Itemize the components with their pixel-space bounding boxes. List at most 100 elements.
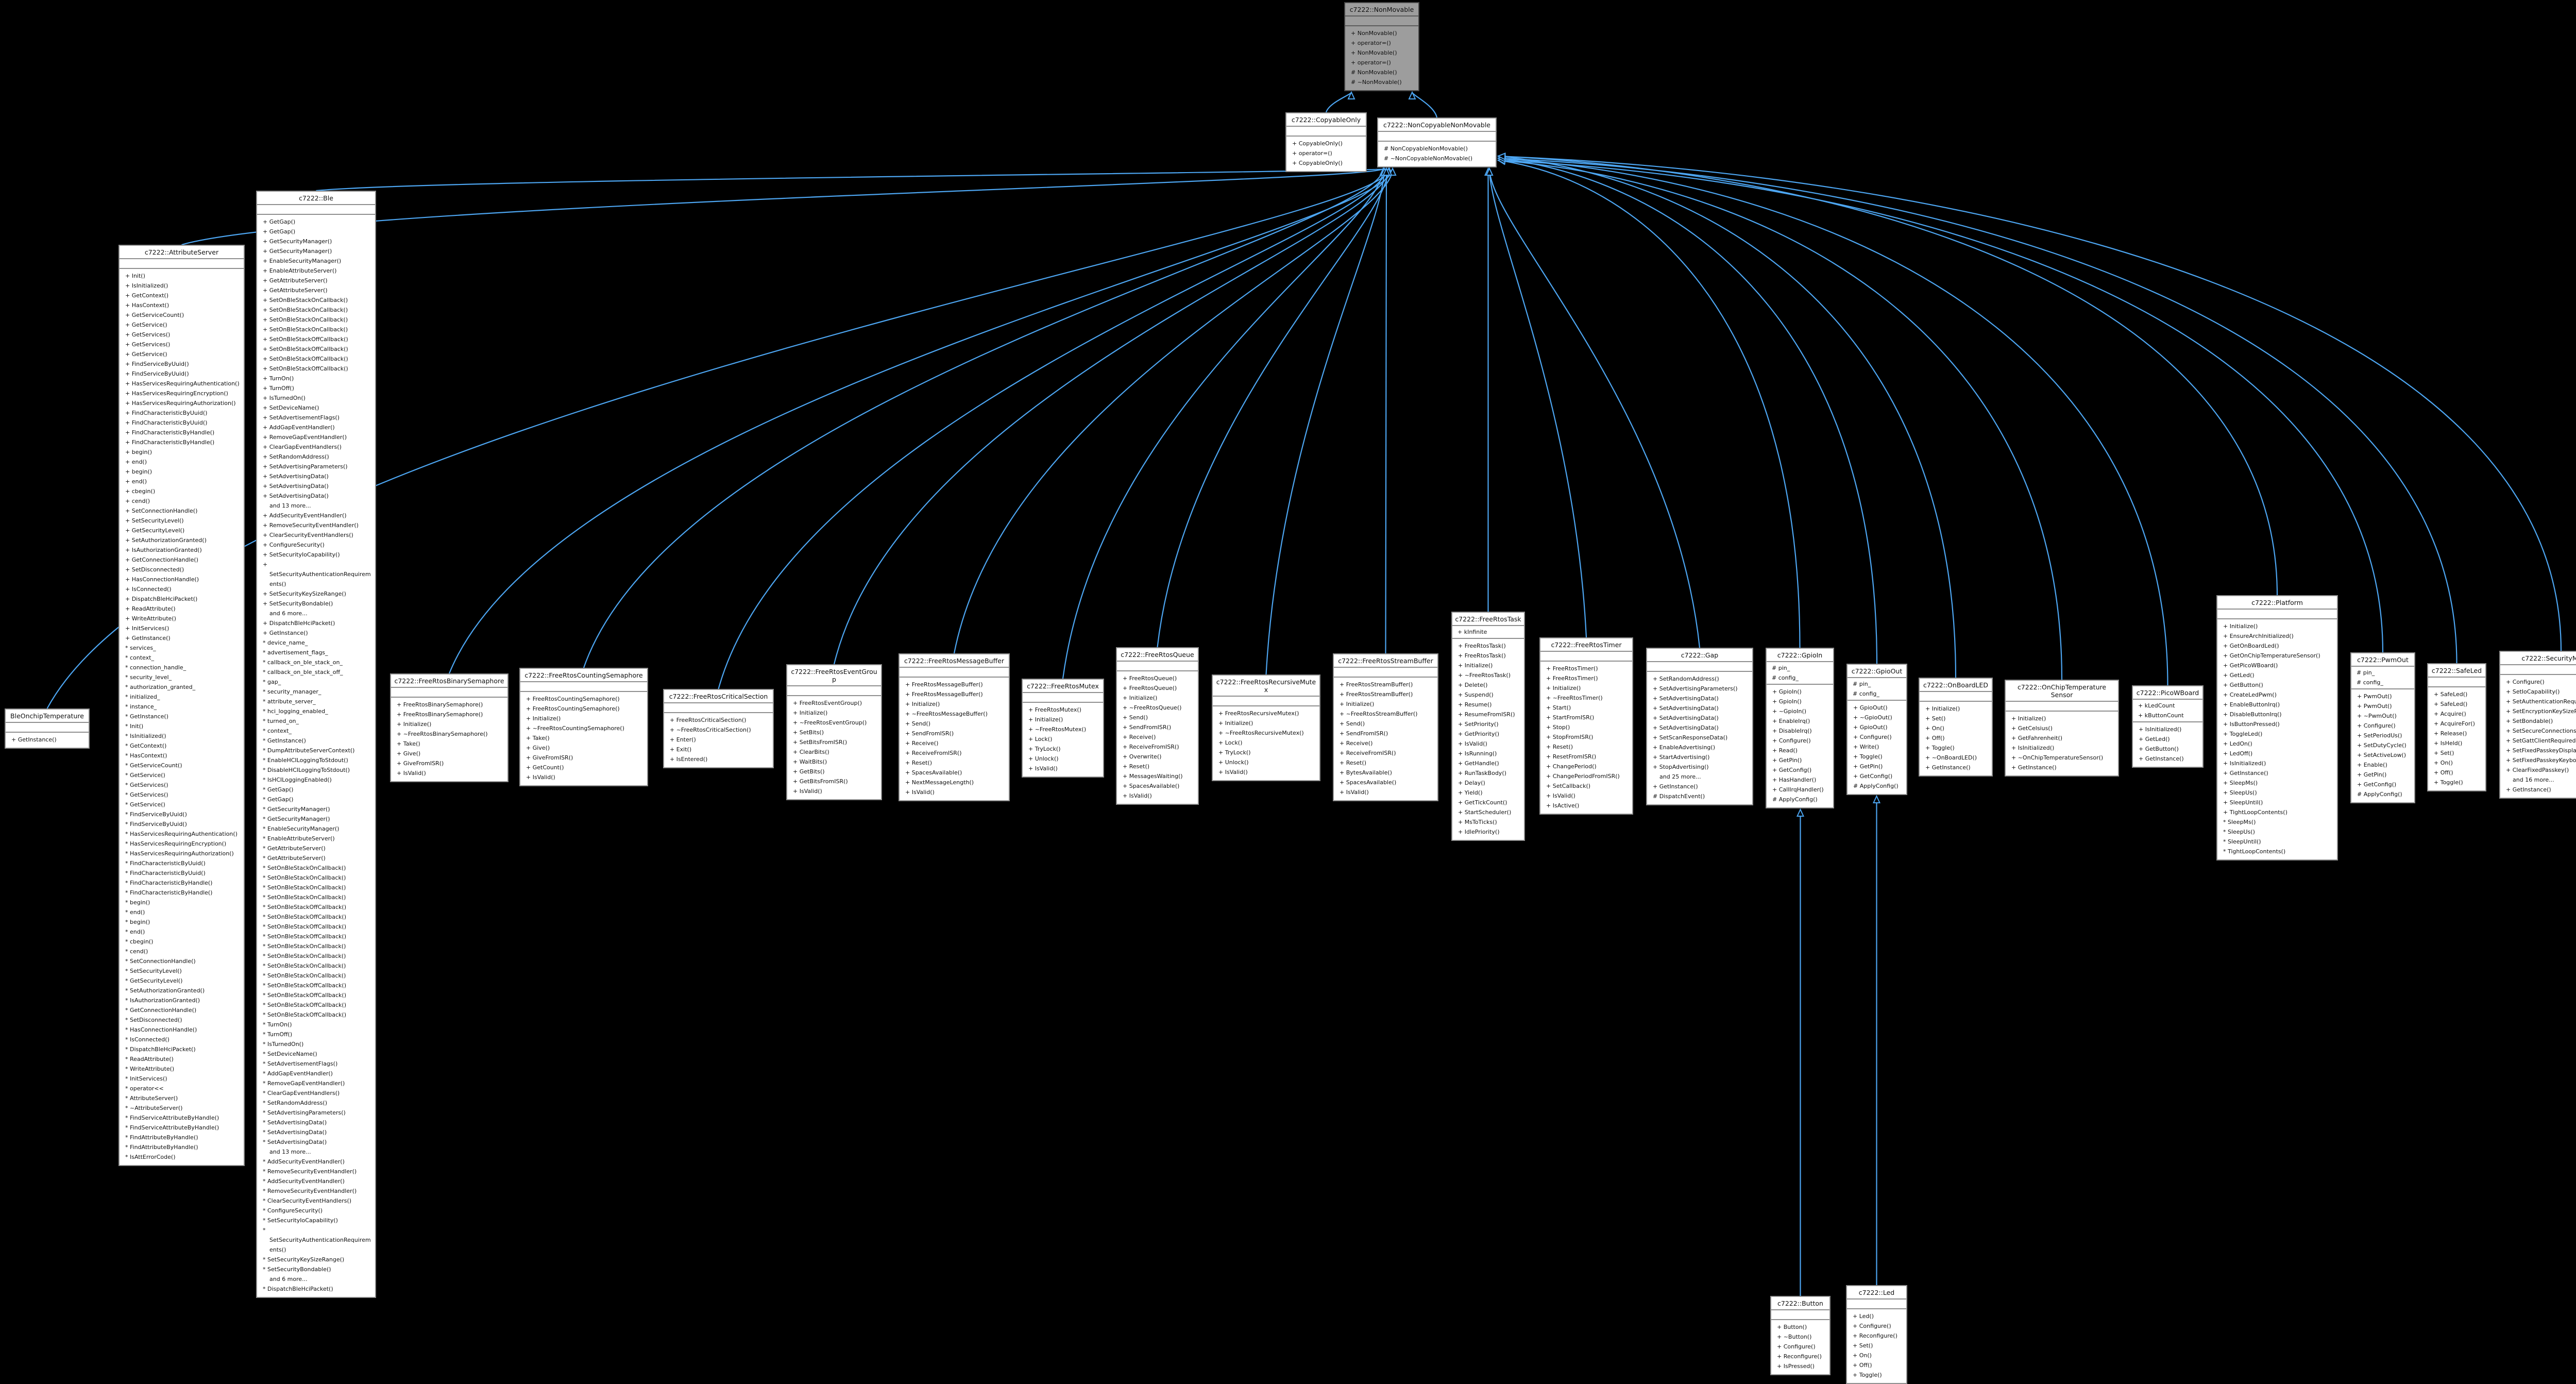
class-attributes-compartment: [2500, 665, 2576, 675]
class-node-NonMovable[interactable]: c7222::NonMovable+ NonMovable()+ operato…: [1344, 2, 1419, 91]
class-method: + SetAdvertisingData(): [263, 473, 329, 480]
class-node-Button[interactable]: c7222::Button+ Button()+ ~Button()+ Conf…: [1770, 1296, 1831, 1375]
class-method: + ~FreeRtosEventGroup(): [793, 719, 867, 726]
class-method: + Give(): [526, 745, 550, 751]
class-method: * SetAdvertisingData(): [263, 1119, 327, 1126]
class-node-CopyableOnly[interactable]: c7222::CopyableOnly+ CopyableOnly()+ ope…: [1285, 112, 1367, 172]
class-method: + FindCharacteristicByUuid(): [125, 419, 208, 426]
class-method: + SetDisconnected(): [125, 566, 184, 573]
inheritance-edge-BleOnchipTemperature-to-NonCopyableNonMovable: [46, 167, 1394, 709]
class-method: * TightLoopContents(): [2223, 848, 2286, 855]
class-method: * ~AttributeServer(): [125, 1105, 183, 1111]
class-method: * SetOnBleStackOffCallback(): [263, 1011, 347, 1018]
class-methods-compartment: + FreeRtosCriticalSection()+ ~FreeRtosCr…: [664, 713, 773, 767]
class-method: + Configure(): [2357, 722, 2396, 729]
class-method: + GetConfig(): [1772, 767, 1812, 773]
class-title: c7222::FreeRtosBinarySemaphore: [391, 674, 507, 688]
class-node-NonCopyableNonMovable[interactable]: c7222::NonCopyableNonMovable# NonCopyabl…: [1377, 117, 1497, 167]
class-methods-compartment: + Initialize()+ EnsureArchInitialized()+…: [2217, 619, 2337, 859]
class-method: + IsHeld(): [2434, 740, 2463, 747]
class-method: + PwmOut(): [2357, 703, 2392, 710]
class-method: + GiveFromISR(): [526, 754, 573, 761]
class-node-FreeRtosRecursiveMutex[interactable]: c7222::FreeRtosRecursiveMutex+ FreeRtosR…: [1212, 674, 1320, 781]
class-node-FreeRtosCountingSemaphore[interactable]: c7222::FreeRtosCountingSemaphore+ FreeRt…: [519, 668, 648, 786]
class-method: + SetAdvertisingData(): [263, 483, 329, 490]
class-node-FreeRtosCriticalSection[interactable]: c7222::FreeRtosCriticalSection+ FreeRtos…: [663, 689, 774, 768]
class-method: * IsHCILoggingEnabled(): [263, 777, 332, 783]
class-node-PicoWBoard[interactable]: c7222::PicoWBoard+ kLedCount+ kButtonCou…: [2132, 685, 2204, 768]
class-method: # ApplyConfig(): [1853, 783, 1899, 789]
class-node-Gap[interactable]: c7222::Gap+ SetRandomAddress()+ SetAdver…: [1646, 648, 1753, 805]
class-methods-compartment: + FreeRtosEventGroup()+ Initialize()+ ~F…: [787, 696, 881, 799]
class-method: * begin(): [125, 899, 150, 906]
class-method: * GetGap(): [263, 786, 294, 793]
class-method: * FindAttributeByHandle(): [125, 1134, 198, 1141]
class-node-FreeRtosMessageBuffer[interactable]: c7222::FreeRtosMessageBuffer+ FreeRtosMe…: [899, 653, 1010, 801]
class-node-GpioIn[interactable]: c7222::GpioIn# pin_# config_+ GpioIn()+ …: [1766, 648, 1834, 808]
class-method: + SetAdvertisingData(): [1653, 715, 1719, 721]
class-method: + CreateLedPwm(): [2223, 691, 2277, 698]
class-node-FreeRtosTimer[interactable]: c7222::FreeRtosTimer+ FreeRtosTimer()+ F…: [1539, 637, 1633, 815]
class-method: + GetAttributeServer(): [263, 277, 328, 284]
class-method: + FreeRtosTimer(): [1546, 665, 1598, 672]
class-method: + HasConnectionHandle(): [125, 576, 199, 583]
class-method: * DispatchBleHciPacket(): [125, 1046, 196, 1053]
class-method: * GetSecurityLevel(): [125, 977, 183, 984]
class-node-FreeRtosEventGroup[interactable]: c7222::FreeRtosEventGroup+ FreeRtosEvent…: [786, 664, 882, 800]
class-node-SafeLed[interactable]: c7222::SafeLed+ SafeLed()+ SafeLed()+ Ac…: [2427, 663, 2486, 791]
class-method: * SetOnBleStackOnCallback(): [263, 874, 346, 881]
class-method: + SpacesAvailable(): [1123, 783, 1180, 789]
class-title: c7222::FreeRtosTimer: [1540, 638, 1632, 652]
class-method: * SetRandomAddress(): [263, 1100, 327, 1106]
class-node-BleOnchipTemperature[interactable]: BleOnchipTemperature+ GetInstance(): [5, 708, 90, 749]
class-node-SecurityManager[interactable]: c7222::SecurityManager+ Configure()+ Set…: [2499, 651, 2576, 799]
class-method: + FreeRtosQueue(): [1123, 685, 1177, 691]
class-attributes-compartment: [2428, 678, 2485, 687]
class-method: + GetService(): [125, 322, 167, 328]
class-method: * callback_on_ble_stack_off_: [263, 669, 343, 676]
class-method: + GetPin(): [1853, 763, 1883, 770]
class-method: * SetOnBleStackOffCallback(): [263, 982, 347, 989]
class-node-FreeRtosTask[interactable]: c7222::FreeRtosTask+ kInfinite+ FreeRtos…: [1451, 612, 1525, 841]
class-method: + GpioOut(): [1853, 724, 1888, 731]
class-title: c7222::OnBoardLED: [1920, 679, 1992, 692]
class-attributes-compartment: [1345, 16, 1418, 26]
class-node-Platform[interactable]: c7222::Platform+ Initialize()+ EnsureArc…: [2216, 595, 2338, 860]
class-method: + SetAdvertisingData(): [1653, 695, 1719, 702]
class-method: + StartScheduler(): [1458, 809, 1512, 816]
class-methods-compartment: + FreeRtosTimer()+ FreeRtosTimer()+ Init…: [1540, 662, 1632, 814]
class-method: + FreeRtosTask(): [1458, 643, 1506, 649]
class-node-FreeRtosQueue[interactable]: c7222::FreeRtosQueue+ FreeRtosQueue()+ F…: [1116, 647, 1199, 805]
class-node-GpioOut[interactable]: c7222::GpioOut# pin_# config_+ GpioOut()…: [1846, 664, 1907, 795]
class-method: + SetConnectionHandle(): [125, 508, 198, 514]
class-method: * FindAttributeByHandle(): [125, 1144, 198, 1151]
class-node-Led[interactable]: c7222::Led+ Led()+ Configure()+ Reconfig…: [1846, 1285, 1907, 1384]
class-node-OnChipTemperatureSensor[interactable]: c7222::OnChipTemperature Sensor+ Initial…: [2005, 680, 2119, 777]
class-methods-compartment: + SafeLed()+ SafeLed()+ Acquire()+ Acqui…: [2428, 687, 2485, 790]
class-method: + Set(): [2434, 750, 2454, 756]
class-attributes-compartment: [1334, 668, 1437, 678]
class-method: + Initialize(): [397, 721, 432, 728]
class-node-FreeRtosMutex[interactable]: c7222::FreeRtosMutex+ FreeRtosMutex()+ I…: [1022, 679, 1104, 778]
class-method: + Reset(): [1546, 744, 1573, 750]
class-node-PwmOut[interactable]: c7222::PwmOut# pin_# config_+ PwmOut()+ …: [2350, 652, 2415, 803]
inheritance-edge-FreeRtosStreamBuffer-to-NonCopyableNonMovable: [1382, 167, 1391, 654]
class-node-FreeRtosBinarySemaphore[interactable]: c7222::FreeRtosBinarySemaphore+ FreeRtos…: [390, 673, 509, 782]
class-method: + GetOnBoardLed(): [2223, 643, 2279, 649]
class-method: * GetService(): [125, 772, 165, 779]
class-method: * SetOnBleStackOffCallback(): [263, 992, 347, 999]
class-methods-compartment: + GpioIn()+ GpioIn()+ ~GpioIn()+ EnableI…: [1767, 685, 1833, 807]
class-node-AttributeServer[interactable]: c7222::AttributeServer+ Init()+ IsInitia…: [118, 245, 245, 1166]
class-method: + SafeLed(): [2434, 701, 2468, 707]
class-attributes-compartment: # pin_# config_: [2351, 667, 2414, 689]
class-method: * GetServices(): [125, 782, 168, 788]
class-node-Ble[interactable]: c7222::Ble+ GetGap()+ GetGap()+ GetSecur…: [256, 191, 376, 1298]
class-node-FreeRtosStreamBuffer[interactable]: c7222::FreeRtosStreamBuffer+ FreeRtosStr…: [1333, 653, 1438, 801]
class-method: + EnsureArchInitialized(): [2223, 633, 2294, 639]
class-method: * connection_handle_: [125, 664, 187, 671]
class-method: + SleepUs(): [2223, 789, 2257, 796]
class-node-OnBoardLED[interactable]: c7222::OnBoardLED+ Initialize()+ Set()+ …: [1919, 678, 1993, 777]
class-method: * ReadAttribute(): [125, 1056, 174, 1062]
class-method: + FreeRtosBinarySemaphore(): [397, 701, 483, 708]
class-title: c7222::NonMovable: [1345, 3, 1418, 16]
